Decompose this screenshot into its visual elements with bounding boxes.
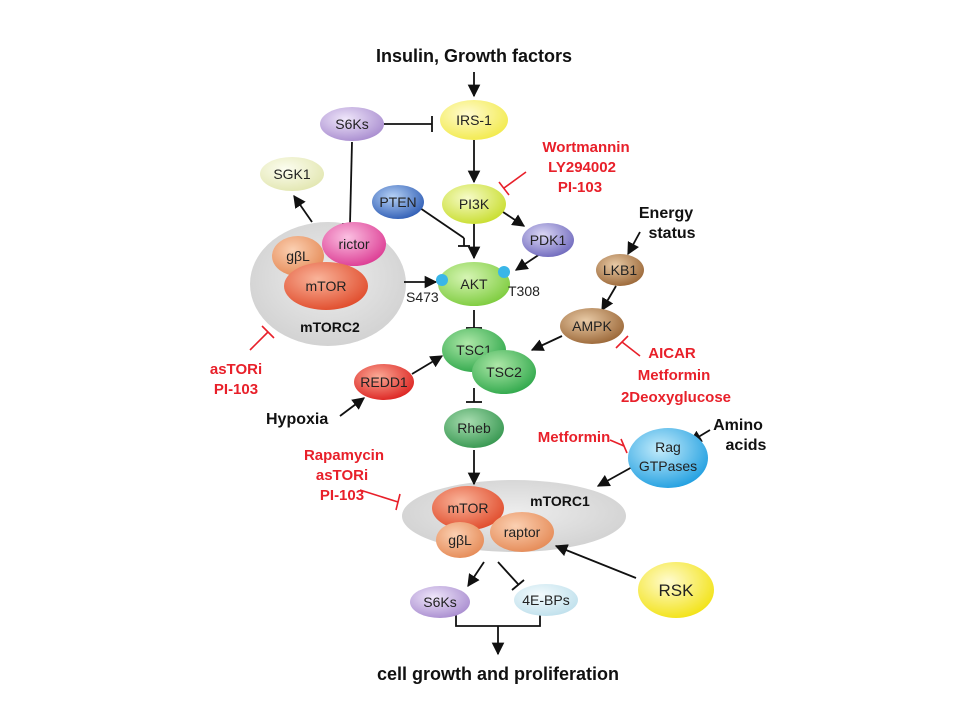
svg-text:AMPK: AMPK	[572, 318, 612, 334]
edge-rsk-raptor	[554, 544, 637, 579]
edge-mtorc1-s6ks	[467, 561, 485, 588]
svg-text:PDK1: PDK1	[530, 232, 567, 248]
drug-inhib-rag	[609, 439, 625, 447]
inhib-mtorc1-4ebps-bar	[511, 579, 525, 591]
svg-text:GTPases: GTPases	[639, 458, 697, 474]
edge-rag-mtorc1	[596, 465, 635, 487]
node-rheb: Rheb	[444, 408, 504, 448]
drug-inhib-mtorc2	[249, 331, 269, 351]
drug-aicar: AICAR	[648, 345, 696, 362]
svg-text:LKB1: LKB1	[603, 262, 637, 278]
svg-text:Rheb: Rheb	[457, 420, 491, 436]
drug-inhib-mtorc2-bar	[261, 325, 275, 339]
input-energy-status-line1: Energy	[639, 205, 693, 222]
svg-text:REDD1: REDD1	[360, 374, 408, 390]
drug-inhib-mtorc1-bar	[395, 493, 401, 511]
svg-text:TSC2: TSC2	[486, 364, 522, 380]
edge-pi3k-pdk1	[499, 209, 526, 227]
svg-text:SGK1: SGK1	[273, 166, 311, 182]
edge-hypoxia-redd1	[339, 397, 366, 417]
node-pdk1: PDK1	[522, 223, 574, 257]
svg-text:raptor: raptor	[504, 524, 541, 540]
drug-inhib-pi3k	[503, 171, 527, 189]
label-t308: T308	[508, 283, 540, 299]
svg-text:TSC1: TSC1	[456, 342, 492, 358]
inhib-pten-akt	[419, 207, 465, 239]
node-akt: AKT	[438, 262, 510, 306]
drug-ly294002: LY294002	[548, 159, 616, 176]
inhib-mtorc1-4ebps	[497, 561, 519, 585]
svg-text:RSK: RSK	[659, 581, 695, 600]
input-energy-status-line2: status	[648, 225, 695, 242]
drug-astori-mtorc1: asTORi	[316, 467, 368, 484]
output-bracket	[455, 614, 541, 627]
input-insulin-growth-factors: Insulin, Growth factors	[376, 46, 572, 66]
edge-ampk-tsc2	[530, 335, 563, 351]
phospho-site-s473	[436, 274, 448, 286]
drug-pi103-mtorc2: PI-103	[214, 381, 258, 398]
drug-inhib-pi3k-bar	[498, 181, 510, 196]
drug-pi103-pi3k: PI-103	[558, 179, 602, 196]
edge-lkb1-ampk	[601, 285, 617, 312]
drug-rapamycin: Rapamycin	[304, 447, 384, 464]
node-pten: PTEN	[372, 185, 424, 219]
svg-text:mTOR: mTOR	[306, 278, 347, 294]
svg-text:IRS-1: IRS-1	[456, 112, 492, 128]
node-rag-gtpases: Rag GTPases	[628, 428, 708, 488]
svg-text:Rag: Rag	[655, 439, 681, 455]
drug-astori-mtorc2: asTORi	[210, 361, 262, 378]
label-s473: S473	[406, 289, 439, 305]
edge-redd1-tsc1	[411, 355, 444, 375]
phospho-site-t308	[498, 266, 510, 278]
drug-inhib-rag-bar	[620, 438, 628, 454]
edge-mtorc2-sgk1	[293, 194, 313, 223]
mtorc2-rictor: rictor	[322, 222, 386, 266]
node-4ebps: 4E-BPs	[514, 584, 578, 616]
inhib-s6ks-rictor	[349, 141, 353, 225]
node-s6ks-bottom: S6Ks	[410, 586, 470, 618]
drug-metformin-ampk: Metformin	[638, 367, 711, 384]
node-ampk: AMPK	[560, 308, 624, 344]
svg-text:PI3K: PI3K	[459, 196, 490, 212]
drug-inhib-ampk-bar	[615, 335, 629, 349]
drug-2deoxyglucose: 2Deoxyglucose	[621, 389, 731, 406]
node-rsk: RSK	[638, 562, 714, 618]
svg-text:rictor: rictor	[338, 236, 369, 252]
mtorc1-gbl: gβL	[436, 522, 484, 558]
drug-inhib-ampk	[621, 341, 641, 357]
edge-pdk1-akt	[514, 253, 541, 271]
mtorc2-label: mTORC2	[300, 319, 360, 335]
input-amino-acids-line1: Amino	[713, 417, 763, 434]
node-irs1: IRS-1	[440, 100, 508, 140]
drug-wortmannin: Wortmannin	[542, 139, 629, 156]
mtorc2-mtor: mTOR	[284, 262, 368, 310]
output-cell-growth: cell growth and proliferation	[377, 664, 619, 684]
drug-metformin-rag: Metformin	[538, 429, 611, 446]
input-hypoxia: Hypoxia	[266, 411, 328, 428]
node-pi3k: PI3K	[442, 184, 506, 224]
mtorc1-mtor: mTOR	[432, 486, 504, 530]
svg-text:gβL: gβL	[286, 248, 310, 264]
mtorc1-label: mTORC1	[530, 493, 590, 509]
node-sgk1: SGK1	[260, 157, 324, 191]
mtorc1-raptor: raptor	[490, 512, 554, 552]
input-amino-acids-line2: acids	[726, 437, 767, 454]
svg-text:AKT: AKT	[460, 276, 488, 292]
svg-text:S6Ks: S6Ks	[423, 594, 456, 610]
node-redd1: REDD1	[354, 364, 414, 400]
svg-text:PTEN: PTEN	[379, 194, 416, 210]
drug-pi103-mtorc1: PI-103	[320, 487, 364, 504]
node-lkb1: LKB1	[596, 254, 644, 286]
node-s6ks-top: S6Ks	[320, 107, 384, 141]
svg-text:gβL: gβL	[448, 532, 472, 548]
drug-inhib-mtorc1	[359, 489, 399, 503]
edge-energy-lkb1	[627, 231, 641, 256]
node-tsc2: TSC2	[472, 350, 536, 394]
svg-text:4E-BPs: 4E-BPs	[522, 592, 569, 608]
svg-text:mTOR: mTOR	[448, 500, 489, 516]
svg-text:S6Ks: S6Ks	[335, 116, 368, 132]
